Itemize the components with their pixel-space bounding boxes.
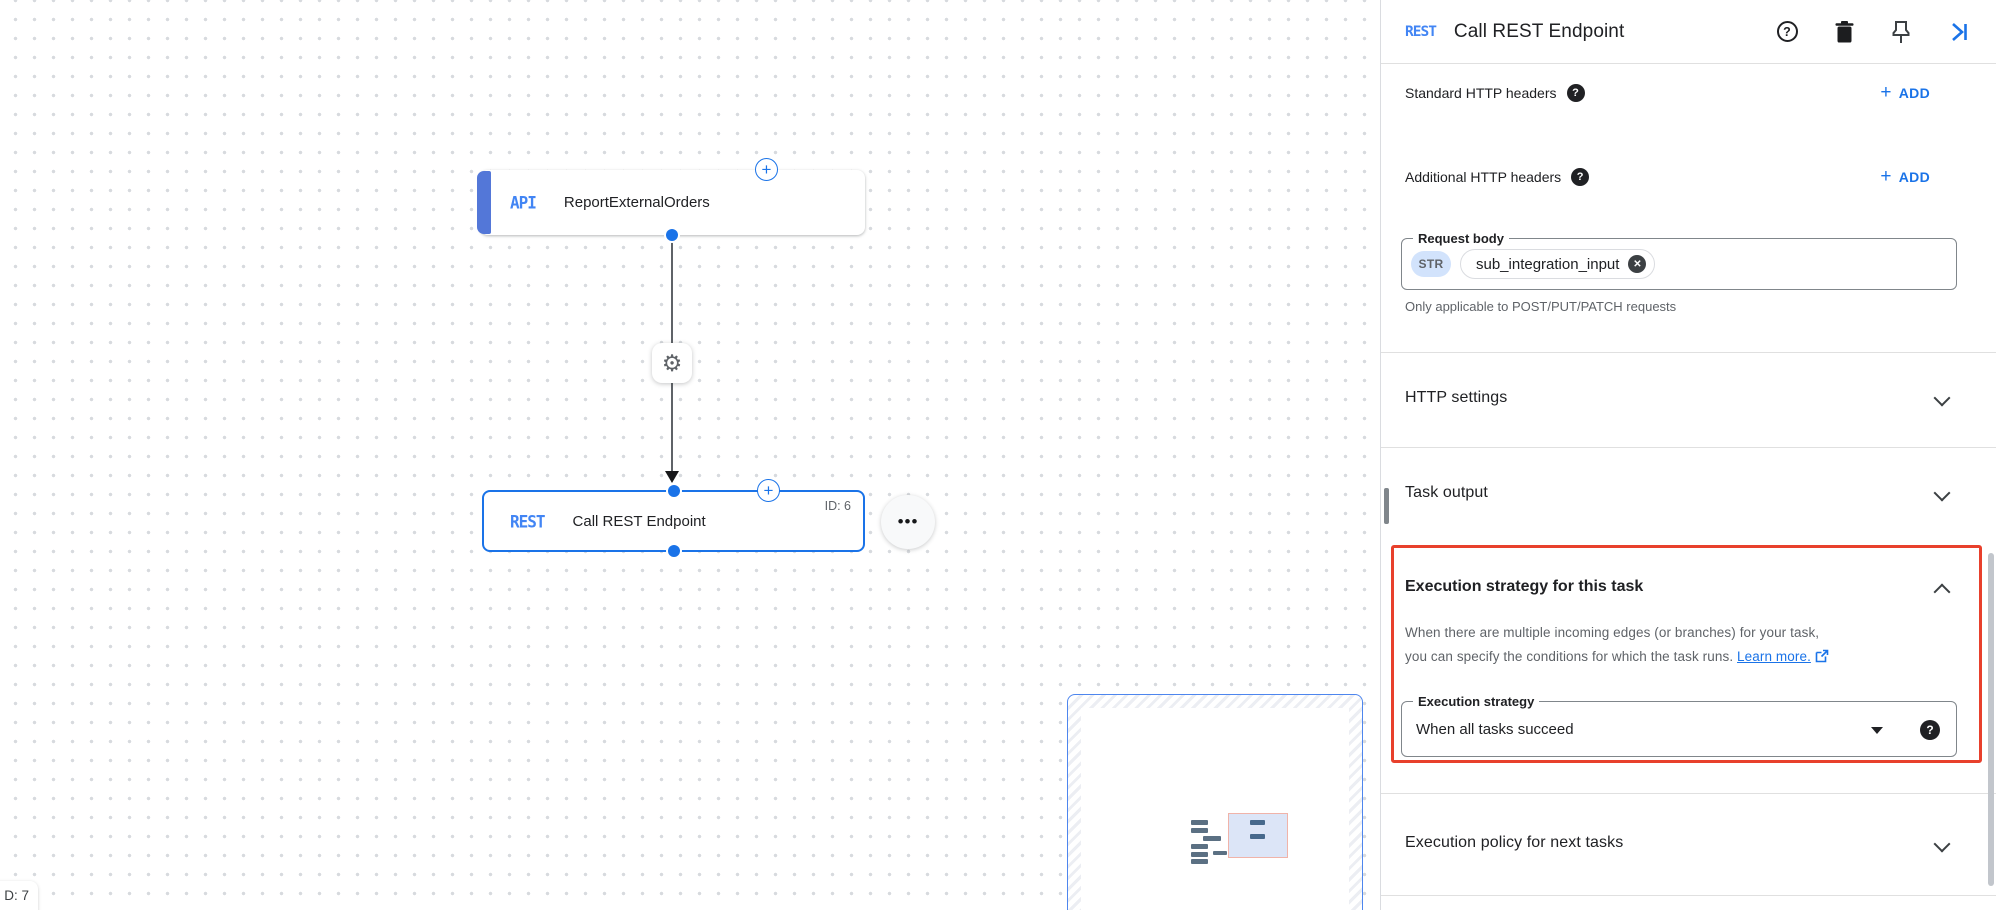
node-title: Call REST Endpoint xyxy=(572,512,706,530)
edge-arrowhead-icon xyxy=(665,471,679,483)
additional-headers-label: Additional HTTP headers ? xyxy=(1405,168,1590,186)
divider xyxy=(1381,793,1996,794)
api-trigger-icon: API xyxy=(510,192,537,213)
plus-icon: + xyxy=(763,481,774,500)
minimap-node-bar xyxy=(1191,852,1208,857)
minimap-node-bar xyxy=(1191,828,1208,833)
minimap-node-bar xyxy=(1250,820,1265,825)
edge-config-gear-icon[interactable]: ⚙ xyxy=(652,343,692,383)
panel-scrollbar[interactable] xyxy=(1988,553,1994,886)
node-id-badge: ID: 6 xyxy=(824,499,851,513)
field-label: Request body xyxy=(1413,230,1509,247)
variable-chip[interactable]: sub_integration_input ✕ xyxy=(1460,249,1656,279)
learn-more-link[interactable]: Learn more. xyxy=(1737,649,1811,664)
minimap[interactable] xyxy=(1067,694,1363,910)
minimap-node-bar xyxy=(1191,820,1208,825)
delete-task-button[interactable] xyxy=(1832,20,1856,44)
node-call-rest-endpoint[interactable]: REST Call REST Endpoint ID: 6 + xyxy=(482,479,865,557)
external-link-icon xyxy=(1815,649,1829,666)
add-task-button[interactable]: + xyxy=(757,479,780,502)
minimap-node-bar xyxy=(1191,859,1208,864)
field-label: Execution strategy xyxy=(1413,693,1540,710)
execution-strategy-description-line1: When there are multiple incoming edges (… xyxy=(1405,625,1820,640)
help-icon: ? xyxy=(1566,84,1585,102)
chevron-down-icon[interactable] xyxy=(1933,835,1951,853)
pin-icon xyxy=(1892,20,1910,43)
dropdown-caret-icon[interactable] xyxy=(1871,727,1883,734)
input-port[interactable] xyxy=(668,485,680,497)
panel-title: Call REST Endpoint xyxy=(1453,20,1625,42)
task-config-panel: REST Call REST Endpoint ? xyxy=(1380,0,1996,910)
node-accent-bar xyxy=(477,171,491,234)
node-report-external-orders[interactable]: API ReportExternalOrders + xyxy=(477,158,865,241)
chevron-down-icon[interactable] xyxy=(1933,484,1951,502)
collapse-right-icon xyxy=(1952,22,1967,41)
close-icon: ✕ xyxy=(1633,258,1642,270)
workflow-canvas[interactable]: ⚙ API ReportExternalOrders + REST Call R… xyxy=(0,0,1379,910)
collapse-panel-button[interactable] xyxy=(1946,20,1970,44)
chevron-up-icon[interactable] xyxy=(1933,583,1951,601)
pin-panel-button[interactable] xyxy=(1889,20,1913,44)
rest-task-icon: REST xyxy=(1405,23,1437,40)
remove-variable-button[interactable]: ✕ xyxy=(1628,255,1647,273)
divider xyxy=(1381,447,1996,448)
help-icon: ? xyxy=(1776,21,1798,42)
section-execution-strategy: Execution strategy for this task xyxy=(1405,578,1644,595)
trash-icon xyxy=(1835,20,1853,42)
request-body-field[interactable]: Request body STR sub_integration_input ✕ xyxy=(1401,230,1957,290)
plus-icon: + xyxy=(761,160,772,179)
section-http-settings: HTTP settings xyxy=(1405,389,1508,406)
scroll-position-mark xyxy=(1384,488,1389,524)
divider xyxy=(1381,895,1996,896)
gear-icon: ⚙ xyxy=(661,349,683,376)
node-more-options-button[interactable]: ••• xyxy=(881,495,935,549)
additional-headers-row: Additional HTTP headers ? + ADD xyxy=(1405,164,1996,190)
minimap-node-bar xyxy=(1213,851,1227,855)
node-id-badge: D: 7 xyxy=(4,888,29,903)
variable-type-chip: STR xyxy=(1411,251,1451,277)
help-button[interactable]: ? xyxy=(1775,20,1799,44)
standard-headers-label: Standard HTTP headers ? xyxy=(1405,84,1585,102)
output-port[interactable] xyxy=(666,229,678,241)
output-port[interactable] xyxy=(668,545,680,557)
section-task-output: Task output xyxy=(1405,484,1488,501)
request-body-helper: Only applicable to POST/PUT/PATCH reques… xyxy=(1405,299,1677,314)
execution-strategy-select[interactable]: Execution strategy When all tasks succee… xyxy=(1401,693,1957,757)
minimap-node-bar xyxy=(1250,834,1265,839)
add-additional-header-button[interactable]: + ADD xyxy=(1880,165,1930,187)
execution-strategy-value: When all tasks succeed xyxy=(1416,720,1574,738)
panel-header: REST Call REST Endpoint ? xyxy=(1381,0,1996,64)
more-dots-icon: ••• xyxy=(897,512,919,531)
minimap-viewport[interactable] xyxy=(1228,813,1288,858)
plus-icon: + xyxy=(1880,81,1892,103)
minimap-node-bar xyxy=(1203,836,1221,841)
standard-headers-row: Standard HTTP headers ? + ADD xyxy=(1405,80,1996,106)
chevron-down-icon[interactable] xyxy=(1933,389,1951,407)
execution-strategy-description-line2: you can specify the conditions for which… xyxy=(1405,649,1829,666)
help-icon[interactable]: ? xyxy=(1920,720,1940,740)
add-task-button[interactable]: + xyxy=(755,158,778,181)
node-title: ReportExternalOrders xyxy=(563,194,710,211)
plus-icon: + xyxy=(1880,165,1892,187)
divider xyxy=(1381,352,1996,353)
section-execution-policy: Execution policy for next tasks xyxy=(1405,834,1624,851)
help-icon: ? xyxy=(1571,168,1590,186)
rest-task-icon: REST xyxy=(510,511,546,531)
partial-node[interactable]: D: 7 xyxy=(0,881,38,910)
minimap-node-bar xyxy=(1191,844,1208,849)
add-standard-header-button[interactable]: + ADD xyxy=(1880,81,1930,103)
minimap-content xyxy=(1081,708,1349,910)
